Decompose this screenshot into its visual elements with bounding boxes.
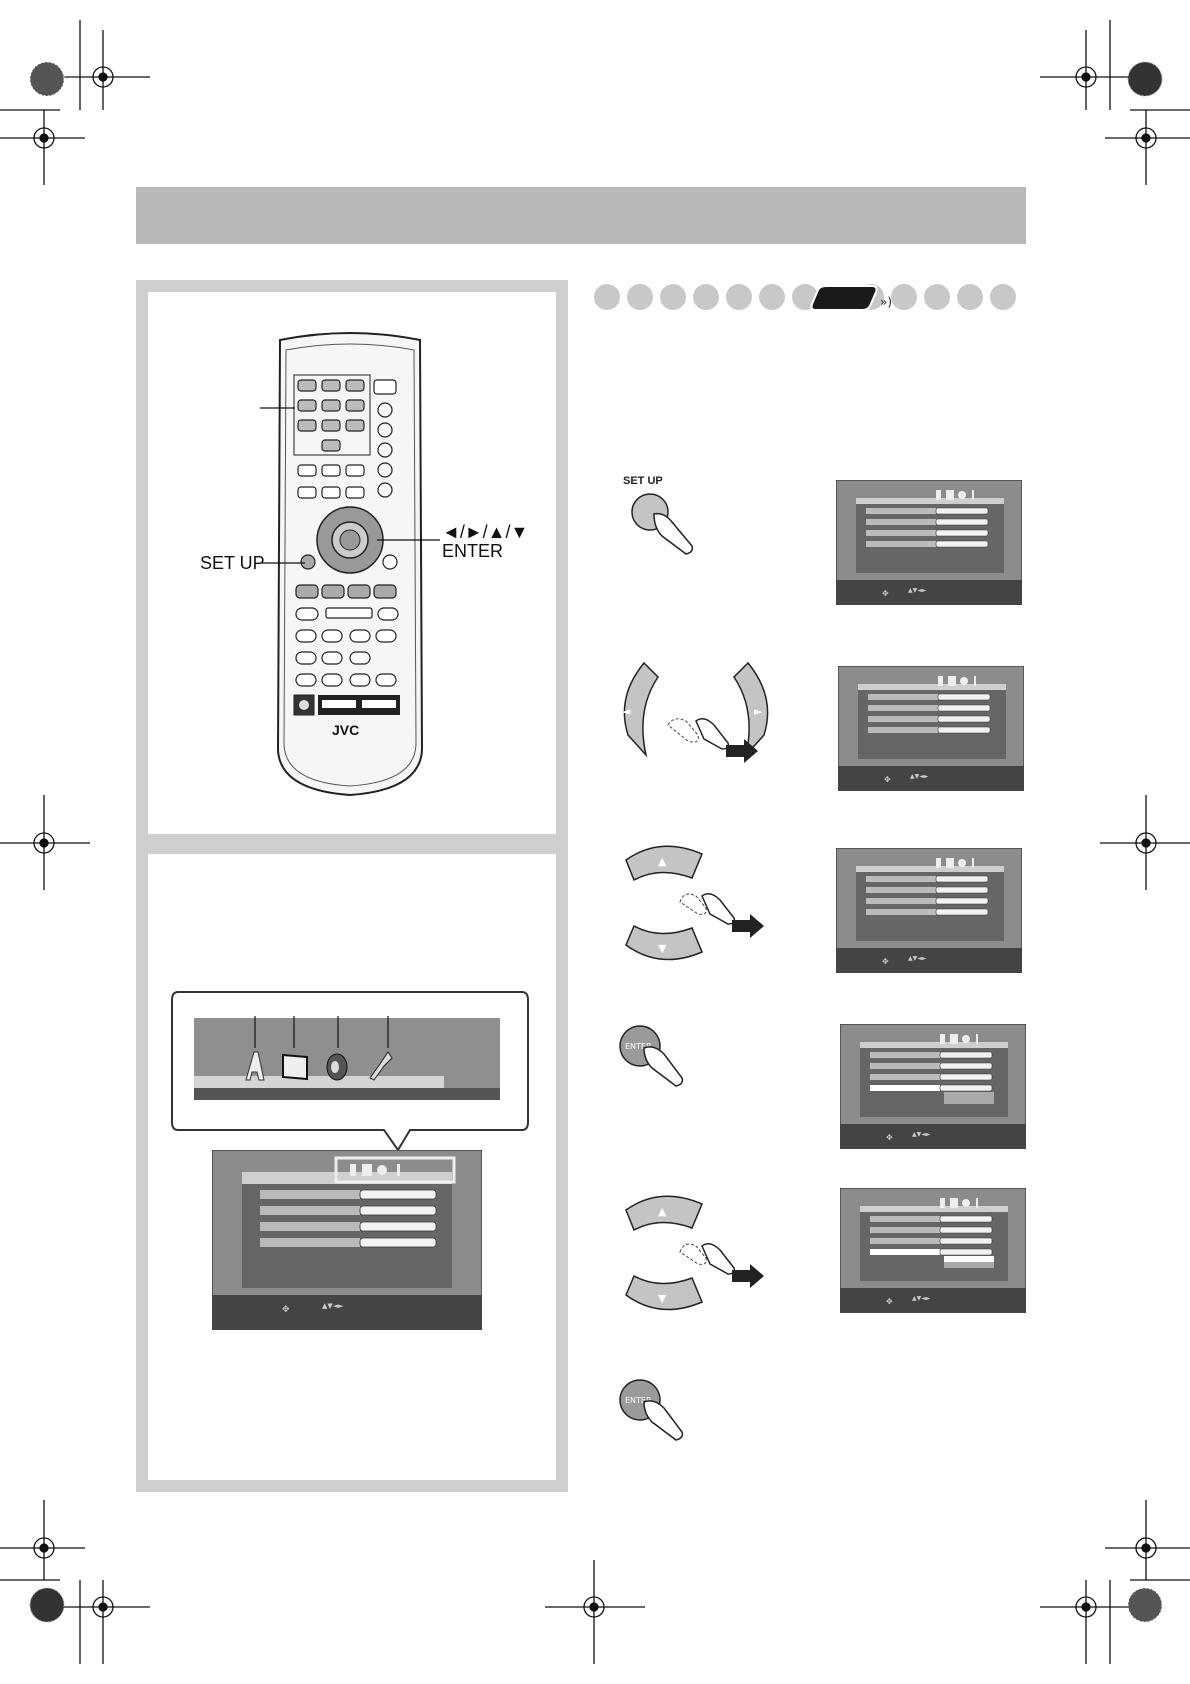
step6-enter-button: ENTER — [619, 1379, 684, 1441]
svg-text:◄: ◄ — [622, 705, 631, 718]
picture-icon — [282, 1053, 308, 1081]
setup-screen-large: ✥ ▲▼◄► — [212, 1150, 482, 1330]
enter-text: ENTER — [625, 1396, 652, 1405]
enter-label: ENTER — [442, 541, 504, 561]
svg-text:▲: ▲ — [658, 855, 667, 868]
svg-text:▲: ▲ — [658, 1205, 667, 1218]
setup-label: SET UP — [200, 553, 265, 573]
svg-text:✥: ✥ — [884, 775, 891, 784]
audio-icon — [326, 1053, 348, 1081]
svg-text:▲▼◄►: ▲▼◄► — [322, 1302, 344, 1310]
step2-left-right: ◄ ► — [622, 661, 769, 763]
svg-text:►: ► — [754, 705, 763, 718]
screen-step3: ✥ ▲▼◄► — [836, 848, 1022, 973]
step-dots: ») — [594, 284, 1016, 310]
svg-text:✥: ✥ — [886, 1297, 893, 1306]
language-icon — [245, 1051, 265, 1081]
remote-leader-lines — [260, 407, 440, 564]
svg-text:▲▼◄►: ▲▼◄► — [912, 1295, 931, 1302]
svg-text:▲▼◄►: ▲▼◄► — [908, 587, 927, 594]
header-band — [136, 187, 1026, 244]
svg-text:✥: ✥ — [882, 957, 889, 966]
screen-step4: ✥ ▲▼◄► — [840, 1024, 1026, 1149]
step1-setup-text: SET UP — [623, 475, 663, 487]
step4-enter-button: ENTER — [619, 1025, 684, 1087]
arrows-label: ◄/►/▲/▼ — [442, 522, 529, 542]
svg-text:✥: ✥ — [882, 589, 889, 598]
svg-text:»): ») — [880, 295, 892, 309]
others-icon — [369, 1051, 393, 1081]
screen-step5: ✥ ▲▼◄► — [840, 1188, 1026, 1313]
screen-step2: ✥ ▲▼◄► — [838, 666, 1024, 791]
svg-text:✥: ✥ — [886, 1133, 893, 1142]
remote-control-illustration — [276, 332, 424, 797]
svg-text:▼: ▼ — [658, 1292, 667, 1305]
step3-up-down: ▲ ▼ — [625, 845, 764, 961]
screen-step1: ✥ ▲▼◄► — [836, 480, 1022, 605]
svg-text:▼: ▼ — [658, 942, 667, 955]
enter-text: ENTER — [625, 1042, 652, 1051]
svg-text:▲▼◄►: ▲▼◄► — [908, 955, 927, 962]
step1-setup-button — [631, 493, 694, 555]
svg-text:▲▼◄►: ▲▼◄► — [910, 773, 929, 780]
step5-up-down: ▲ ▼ — [625, 1195, 764, 1311]
menu-bar-callout — [171, 991, 529, 1152]
remote-brand: JVC — [332, 722, 360, 738]
svg-text:✥: ✥ — [282, 1305, 290, 1315]
svg-text:▲▼◄►: ▲▼◄► — [912, 1131, 931, 1138]
